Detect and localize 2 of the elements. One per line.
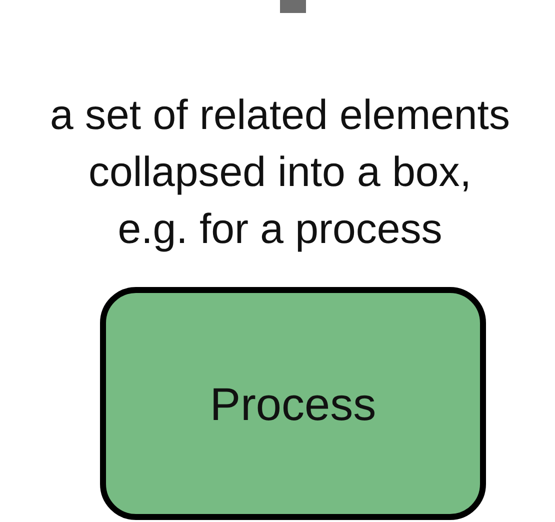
- description-text: a set of related elements collapsed into a box, e.g. for a process: [49, 90, 511, 254]
- process-box: Process: [100, 287, 486, 520]
